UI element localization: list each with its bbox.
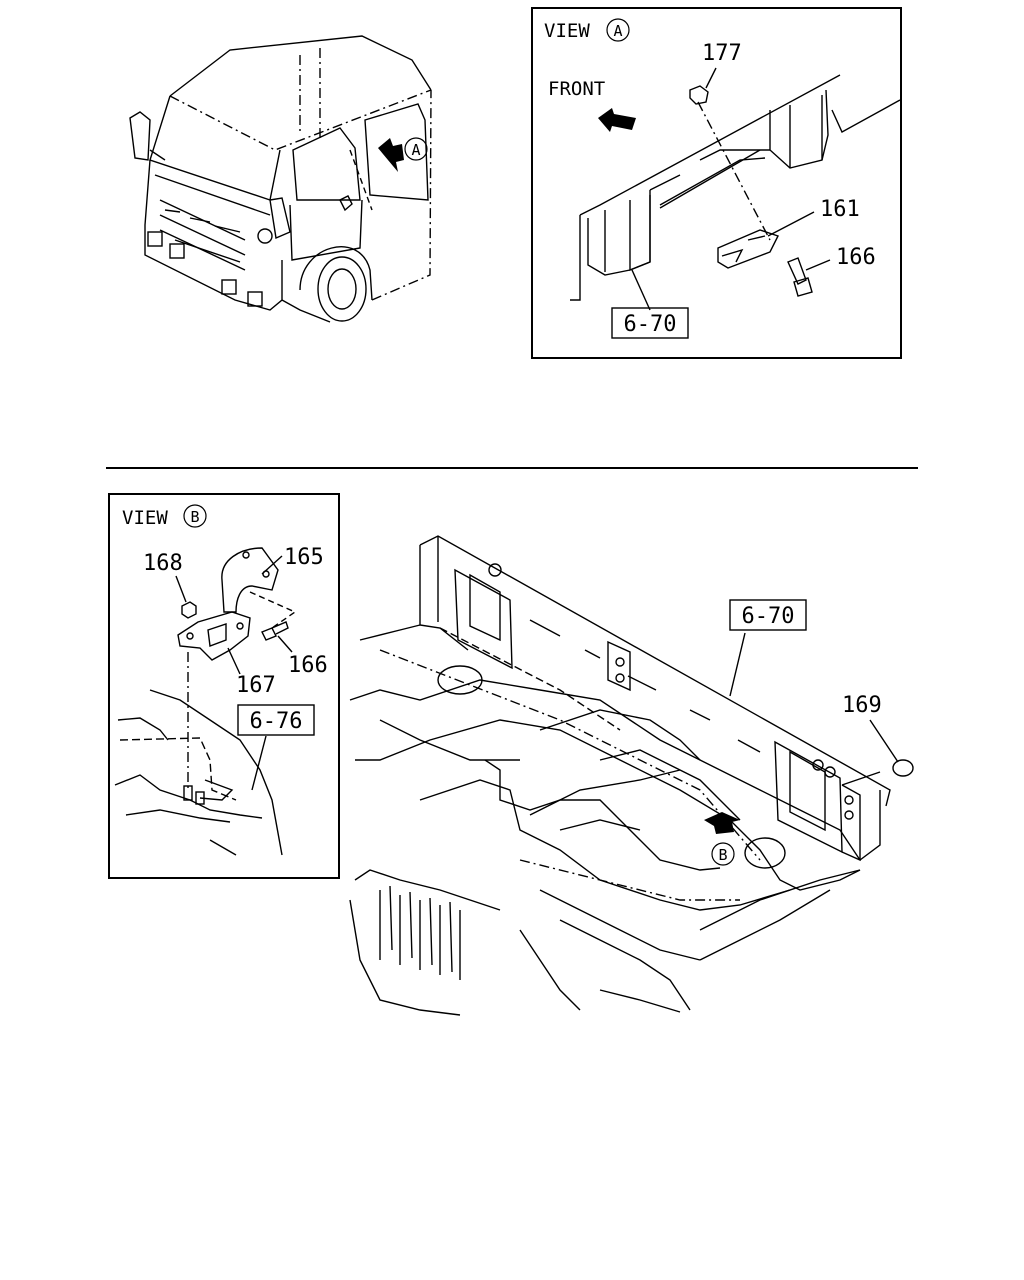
floor-view-marker-letter: B <box>718 846 727 864</box>
view-b-callout-168: 168 <box>143 551 183 576</box>
front-label: FRONT <box>548 78 605 100</box>
view-a-callout-161: 161 <box>820 197 860 222</box>
floor-callout-169: 169 <box>842 693 882 718</box>
view-b-bracket-drawing <box>114 547 297 856</box>
floor-ref-label: 6-70 <box>742 604 795 629</box>
truck-view-arrow-icon <box>378 138 404 172</box>
truck-view-marker-letter: A <box>411 141 420 159</box>
view-b-callout-165: 165 <box>284 545 324 570</box>
view-b-marker <box>183 504 207 528</box>
view-a-frame-drawing <box>570 67 901 311</box>
view-b-callout-166: 166 <box>288 653 328 678</box>
truck-cab-illustration <box>129 35 432 323</box>
view-a-callout-177: 177 <box>702 41 742 66</box>
view-b-ref-label: 6-76 <box>250 709 303 734</box>
view-b-ref-box <box>237 704 315 736</box>
view-b-callout-167: 167 <box>236 673 276 698</box>
view-b-title: VIEW <box>122 507 168 529</box>
view-a-marker-letter: A <box>613 22 622 40</box>
floor-ref-box <box>729 599 807 631</box>
view-a-panel <box>531 7 902 359</box>
view-a-marker <box>606 18 630 42</box>
view-a-ref-label: 6-70 <box>624 312 677 337</box>
view-b-panel <box>108 493 340 879</box>
view-b-marker-letter: B <box>190 508 199 526</box>
floor-view-arrow-icon <box>704 812 740 834</box>
view-a-callout-166: 166 <box>836 245 876 270</box>
truck-view-marker <box>404 137 428 161</box>
front-arrow-icon <box>598 108 636 132</box>
view-a-ref-box <box>611 307 689 339</box>
floor-panel-illustration <box>349 535 914 1016</box>
floor-view-marker <box>711 842 735 866</box>
view-a-title: VIEW <box>544 20 590 42</box>
